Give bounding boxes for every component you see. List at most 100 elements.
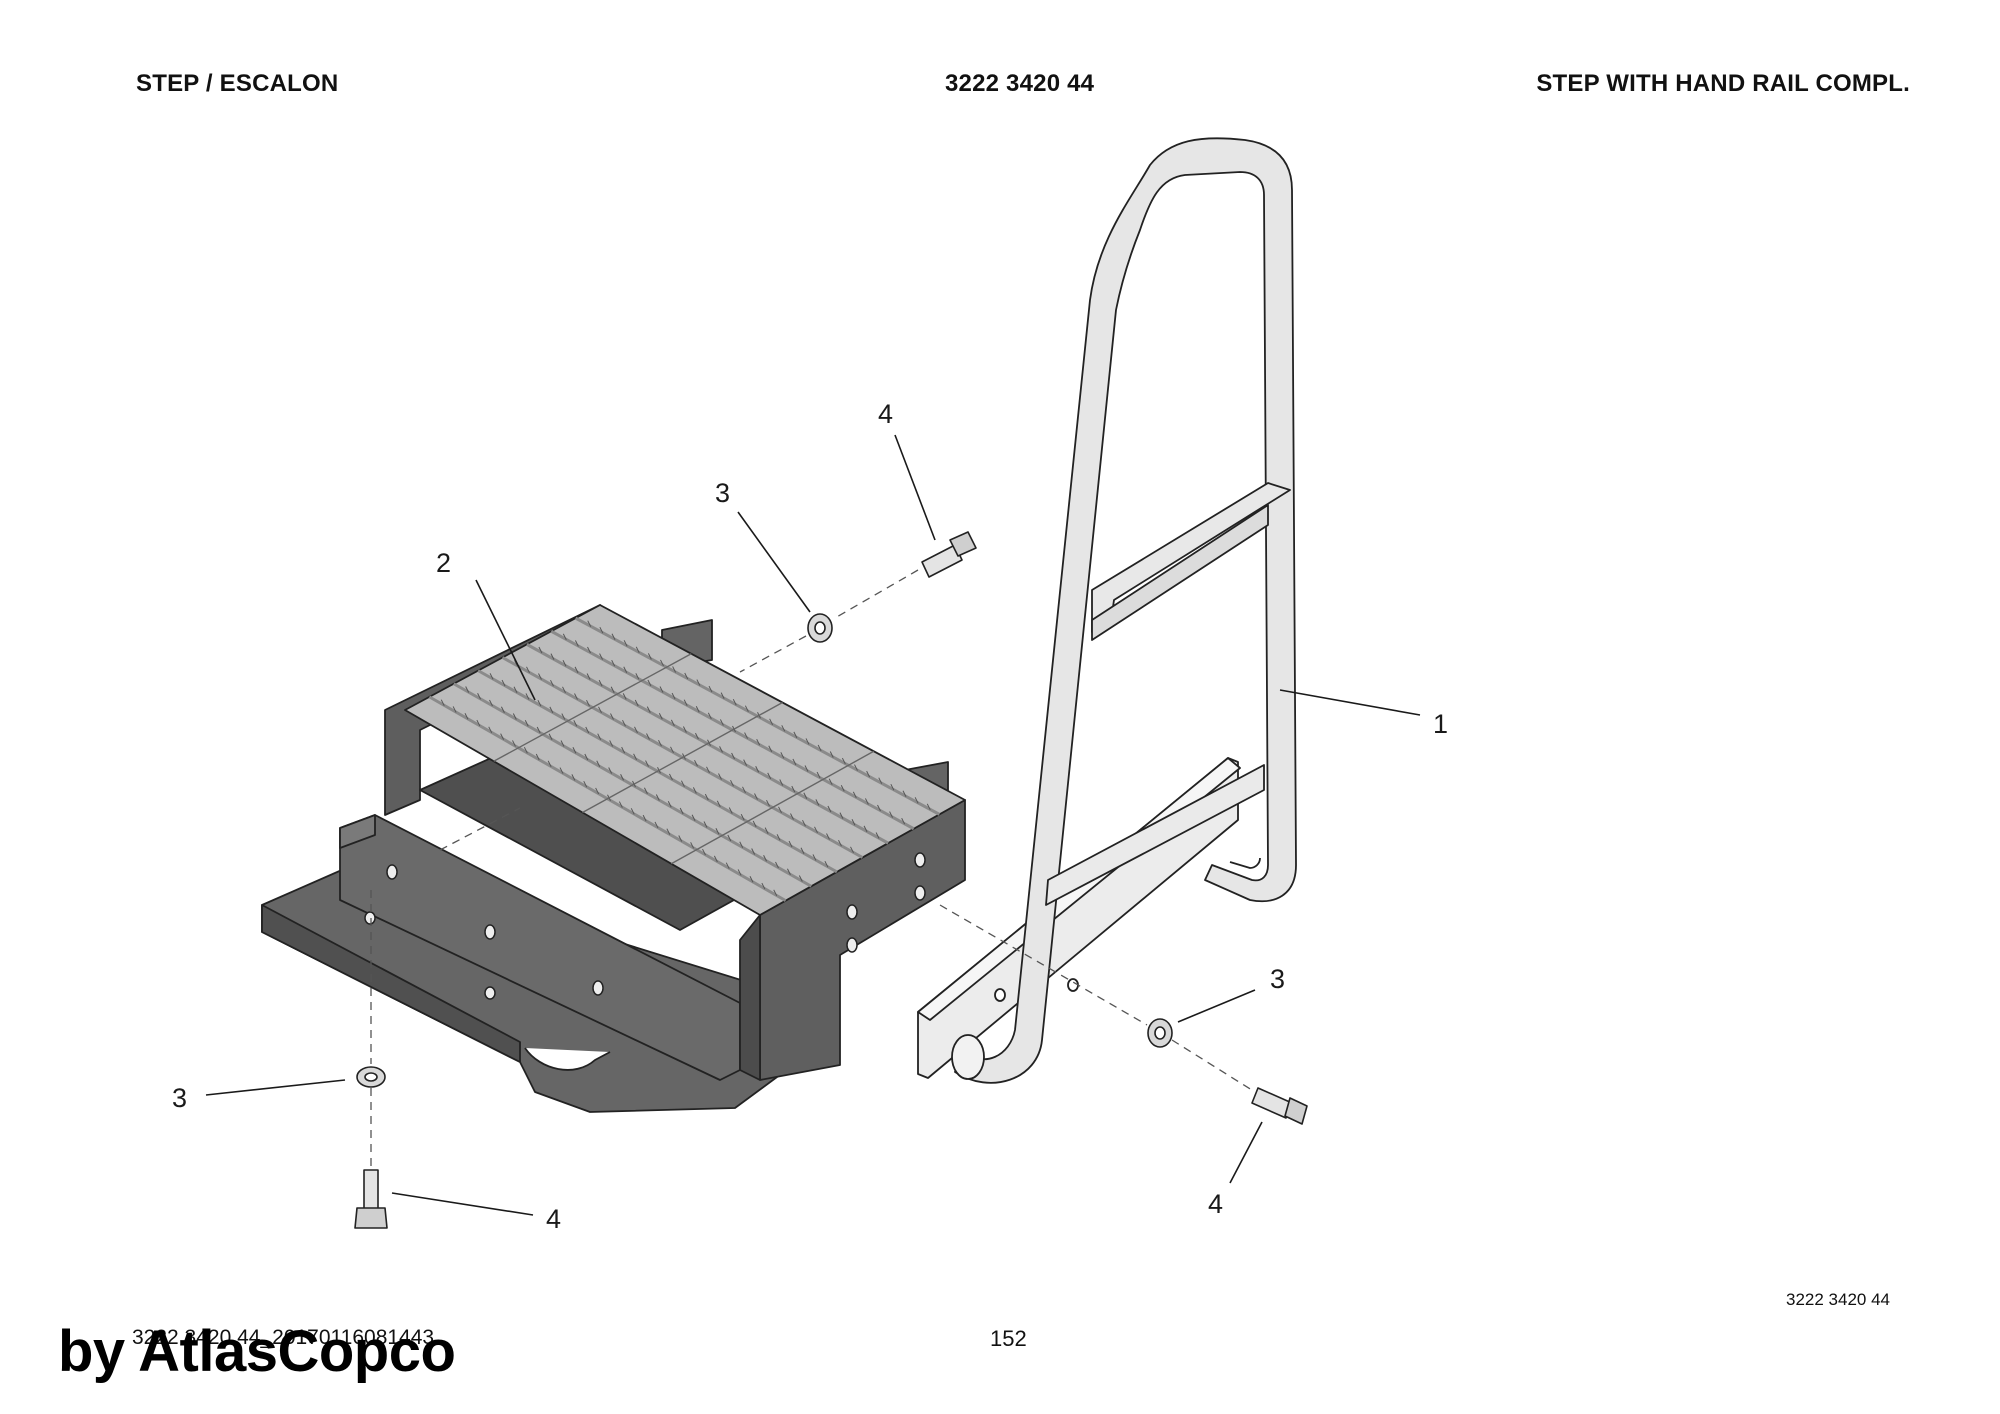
callout-leaders <box>205 434 1421 1216</box>
grating-serration <box>560 740 565 747</box>
grating-serration <box>719 719 724 726</box>
grating-serration <box>621 746 626 754</box>
grating-serration <box>684 672 689 680</box>
hole <box>914 852 926 868</box>
grating-serration <box>666 828 671 835</box>
bolt-top <box>921 531 977 578</box>
grating-serration <box>584 753 589 761</box>
grating-serration <box>805 738 810 745</box>
grating-serration <box>695 732 699 740</box>
grating-serration <box>692 787 697 794</box>
grating-serration <box>623 640 628 647</box>
grating-serration <box>477 693 482 700</box>
grating-crossbar <box>670 750 875 865</box>
grating-serration <box>800 847 805 854</box>
callout-3-right: 3 <box>1270 964 1285 994</box>
grating-serration <box>768 745 773 752</box>
grating-serration <box>573 720 578 727</box>
hardware <box>354 531 1308 1229</box>
grating-serration <box>841 757 846 765</box>
grating-serration <box>707 712 712 720</box>
grating-serration <box>646 706 651 713</box>
grating-serration <box>571 774 576 781</box>
grating-serration <box>550 679 554 687</box>
grating-serration <box>440 699 445 706</box>
grating-serration <box>574 640 579 647</box>
grating-serration <box>744 732 749 739</box>
grating-serration <box>634 726 638 734</box>
rail-tube-inner <box>1229 857 1261 869</box>
grating-serration <box>669 773 673 781</box>
grating-serration <box>702 848 706 856</box>
grating-serration <box>562 660 567 667</box>
grating-serration <box>739 841 744 848</box>
grating-serration <box>587 646 591 654</box>
rail-tube <box>954 137 1297 1084</box>
grating-serration <box>751 848 756 855</box>
watermark-logo-text: by AtlasCopco <box>58 1319 456 1384</box>
grating-serration <box>525 693 530 700</box>
grating-serration <box>647 679 652 687</box>
grating-serration <box>793 731 798 739</box>
grating-serration <box>548 733 553 740</box>
grating-serration <box>812 854 817 861</box>
grating-serration <box>817 744 822 752</box>
grating-serration <box>827 805 832 813</box>
grating-serration <box>740 813 745 821</box>
washer-top <box>807 613 833 643</box>
grating-serration <box>647 653 652 660</box>
grating-serration <box>549 706 554 714</box>
grating-serration <box>742 786 746 794</box>
grating-serration <box>642 814 647 822</box>
grating-serration <box>695 706 700 713</box>
grating-serration <box>670 746 674 754</box>
hand-rail <box>917 137 1297 1084</box>
hole <box>484 924 496 940</box>
grating-serration <box>622 693 627 700</box>
hole <box>592 980 604 996</box>
grating-serration <box>655 794 660 801</box>
grating-serration <box>622 719 626 727</box>
hole <box>364 911 376 925</box>
grating-serration <box>550 653 555 660</box>
grating-serration <box>574 666 579 674</box>
bracket-holes <box>364 852 926 1000</box>
grating-serration <box>597 733 602 740</box>
grating-serration <box>875 832 880 839</box>
grating-serration <box>611 659 616 667</box>
grating-serration <box>585 726 590 734</box>
grating-serration <box>901 817 906 825</box>
bolt-bottom-left <box>354 1169 388 1229</box>
grating-serration <box>646 733 650 740</box>
grating-serration <box>814 826 818 834</box>
grating-serration <box>773 889 778 897</box>
grating-serration <box>574 693 578 700</box>
grating-serration <box>851 819 856 826</box>
grating-serration <box>708 685 713 693</box>
grating-serration <box>452 706 457 713</box>
grating-serration <box>682 726 687 733</box>
grating-serration <box>634 699 639 707</box>
grating-serration <box>755 766 760 773</box>
grating-serration <box>852 791 857 799</box>
grating-serration <box>660 659 664 667</box>
grating-serration <box>727 834 732 842</box>
grating-serration <box>500 706 505 713</box>
grating-serration <box>610 713 614 720</box>
grating-serration <box>611 633 616 640</box>
hole <box>914 885 926 901</box>
grating-crossbar <box>582 701 783 814</box>
grating-serration <box>512 740 516 747</box>
grating-serration <box>691 814 696 821</box>
grating-serration <box>780 752 785 759</box>
grating-serration <box>623 666 628 673</box>
grating-serration <box>562 686 566 694</box>
front-channel-lip <box>339 814 376 849</box>
hole <box>386 864 398 880</box>
grating-serration <box>732 698 737 706</box>
grating-serration <box>781 725 786 732</box>
rail-tube-end <box>951 1034 985 1080</box>
grating-serration <box>767 772 772 780</box>
grating-serration <box>731 752 736 760</box>
grating-serration <box>670 719 675 727</box>
